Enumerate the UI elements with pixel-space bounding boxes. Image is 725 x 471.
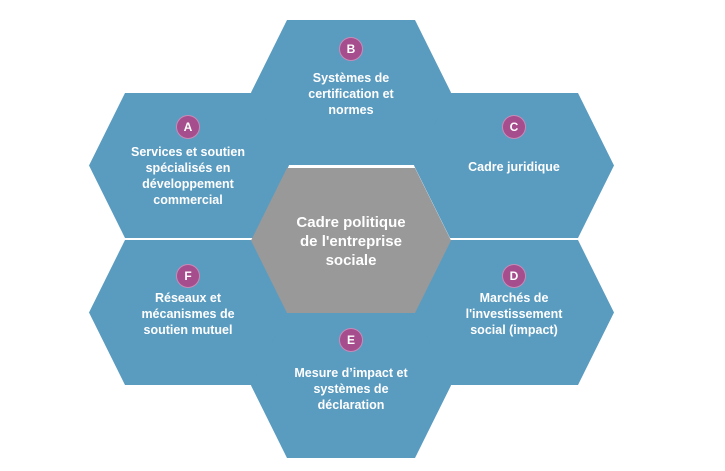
badge-D: D <box>503 265 525 287</box>
badge-C: C <box>503 116 525 138</box>
badge-A: A <box>177 116 199 138</box>
label-B: Systèmes de certification et normes <box>308 71 394 117</box>
badge-F: F <box>177 265 199 287</box>
label-F: Réseaux et mécanismes de soutien mutuel <box>141 291 235 337</box>
badge-B: B <box>340 38 362 60</box>
center-title: Cadre politique de l'entreprise sociale <box>296 214 406 269</box>
hex-D <box>414 240 614 385</box>
label-C: Cadre juridique <box>468 160 560 174</box>
hex-F <box>89 240 289 385</box>
label-E: Mesure d’impact et systèmes de déclarati… <box>294 366 408 412</box>
hex-center <box>251 168 451 313</box>
label-A: Services et soutien spécialisés en dével… <box>131 145 245 207</box>
badge-E: E <box>340 329 362 351</box>
label-D: Marchés de l'investissement social (impa… <box>465 291 563 337</box>
